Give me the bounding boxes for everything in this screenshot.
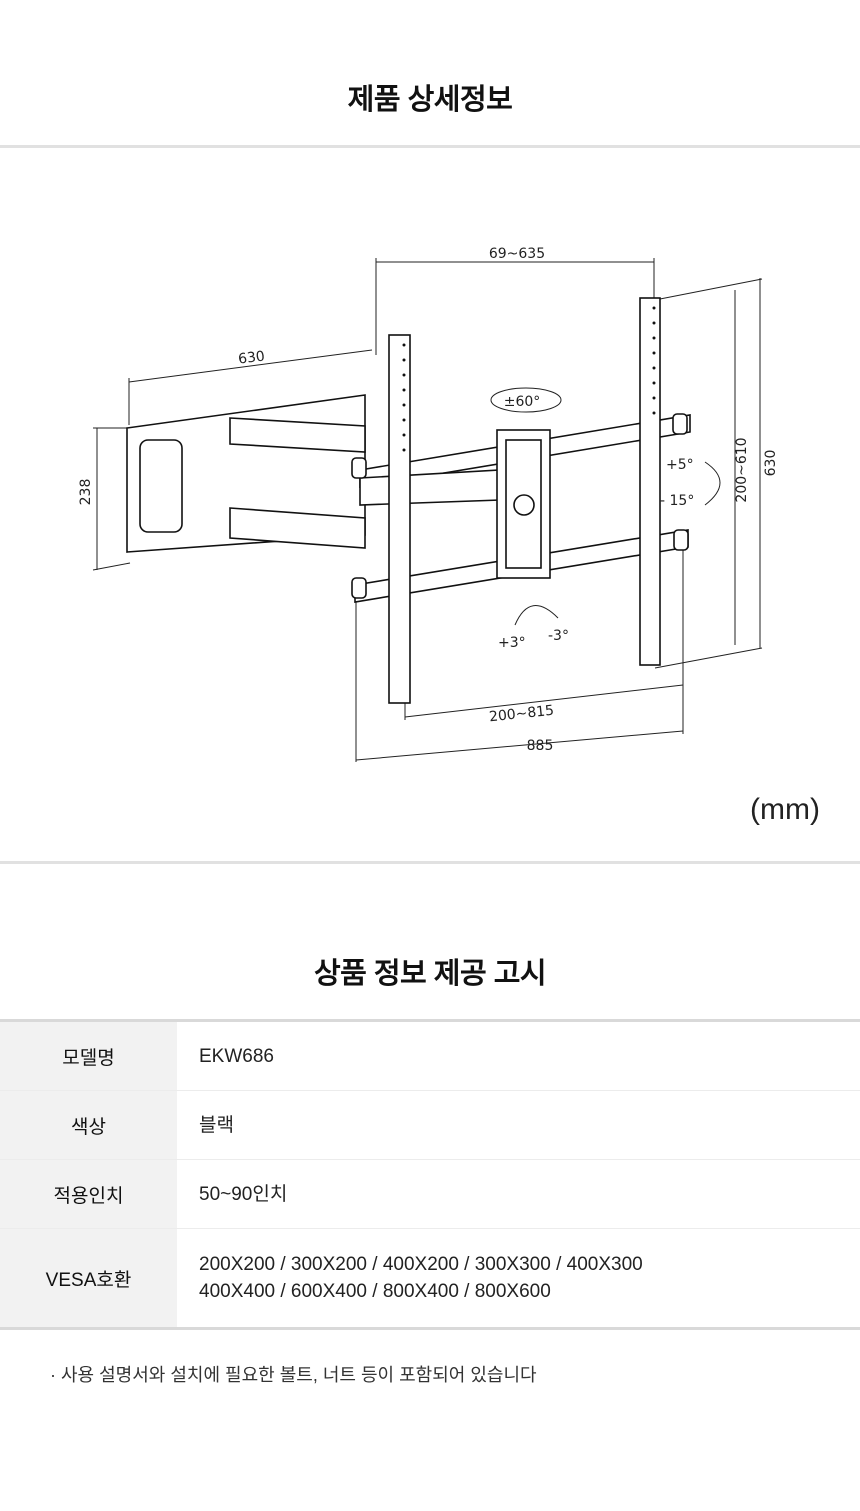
detail-section-title: 제품 상세정보 [347,84,513,116]
row-value: 200X200 / 300X200 / 400X200 / 300X300 / … [177,1228,860,1329]
upper-arm [229,417,366,453]
row-label: 적용인치 [0,1159,177,1229]
unit-label: (mm) [750,793,820,826]
dim-rail-width: 200~815 [488,703,555,726]
angle-level-plus: +3° [498,635,526,651]
angle-swivel: ±60° [504,394,541,410]
dim-wall-plate-height: 238 [78,479,94,506]
left-rail [388,334,411,704]
table-row: 적용인치 50~90인치 [0,1159,860,1229]
vesa-line-1: 200X200 / 300X200 / 400X200 / 300X300 / … [199,1254,643,1275]
included-parts-note: · 사용 설명서와 설치에 필요한 볼트, 너트 등이 포함되어 있습니다 [50,1365,537,1385]
angle-tilt-up: +5° [666,457,694,473]
row-label: 색상 [0,1090,177,1160]
dim-max-width: 885 [527,738,554,754]
lower-arm [229,507,366,549]
row-value: 블랙 [177,1090,860,1160]
dim-rail-length: 630 [763,450,779,477]
product-info-table: 모델명 EKW686 색상 블랙 적용인치 50~90인치 VESA호환 200… [0,1019,860,1330]
vesa-line-2: 400X400 / 600X400 / 800X400 / 800X600 [199,1281,551,1302]
table-row: VESA호환 200X200 / 300X200 / 400X200 / 300… [0,1228,860,1329]
right-rail [639,297,661,666]
row-value: 50~90인치 [177,1159,860,1229]
row-value: EKW686 [177,1020,860,1091]
angle-arrows [490,387,721,626]
divider [0,145,860,148]
dim-arm-length: 630 [237,348,265,367]
dimension-lines [92,258,763,762]
notice-section-title: 상품 정보 제공 고시 [313,958,547,990]
row-label: 모델명 [0,1020,177,1091]
table-row: 색상 블랙 [0,1090,860,1160]
row-label: VESA호환 [0,1228,177,1329]
table-row: 모델명 EKW686 [0,1020,860,1091]
mount-drawing [126,297,691,704]
angle-level-minus: -3° [548,628,569,644]
dim-arm-extension: 69~635 [489,246,545,262]
tv-mount-diagram: 69~635 630 238 200~610 630 200~815 885 ±… [78,246,779,762]
dim-rail-spacing: 200~610 [734,437,750,502]
divider [0,861,860,864]
angle-tilt-down: - 15° [660,493,694,509]
